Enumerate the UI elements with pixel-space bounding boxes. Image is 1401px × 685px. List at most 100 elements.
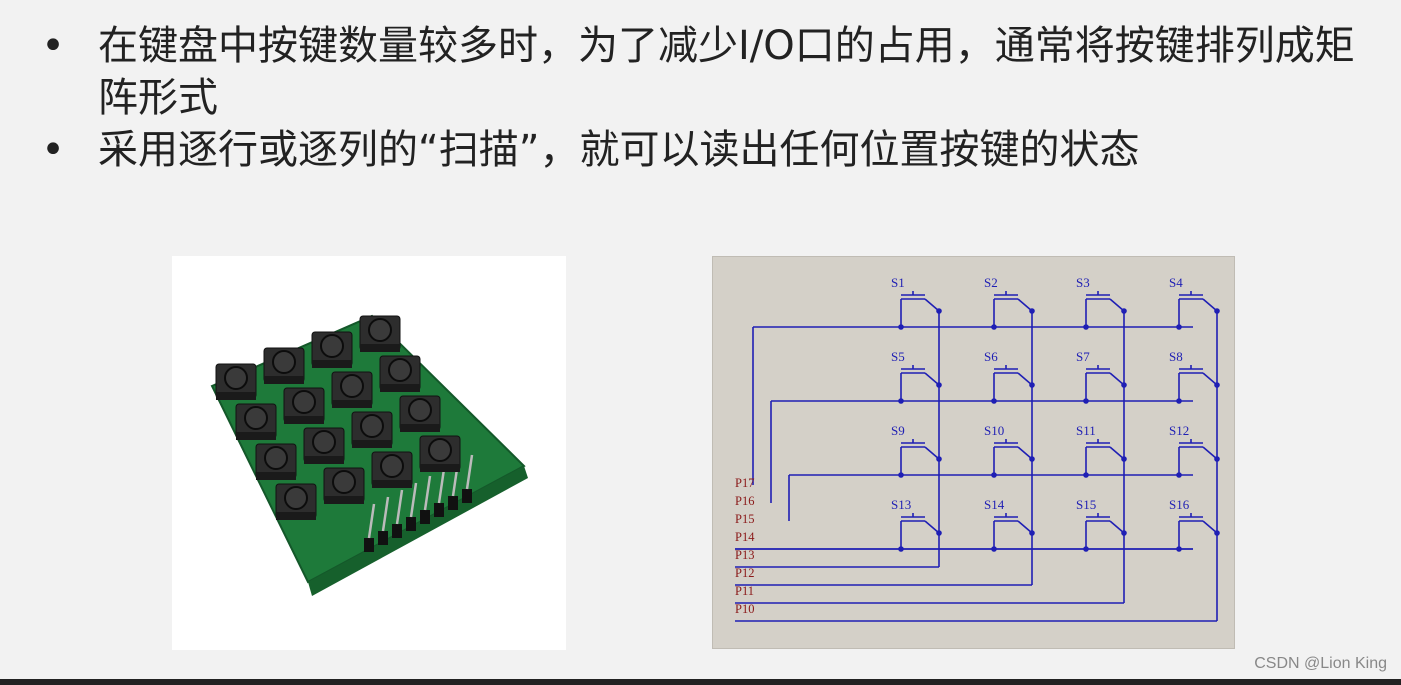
switch-lead-right <box>1017 298 1033 312</box>
switch-lead-right <box>1109 298 1125 312</box>
switch-label: S3 <box>1076 275 1090 290</box>
header-pin-lead <box>409 482 418 518</box>
switch-label: S4 <box>1169 275 1183 290</box>
bullet-dot-icon: • <box>41 127 65 173</box>
header-pin <box>378 531 388 545</box>
tactile-switch <box>323 467 365 504</box>
switch-label: S16 <box>1169 497 1190 512</box>
switch-label: S1 <box>891 275 905 290</box>
junction-dot <box>898 472 904 478</box>
junction-dot <box>936 308 942 314</box>
junction-dot <box>1083 398 1089 404</box>
switch-label: S12 <box>1169 423 1189 438</box>
tactile-switch-grid <box>215 315 461 520</box>
switch-lead-right <box>924 446 940 460</box>
tactile-switch <box>379 355 421 392</box>
junction-dot <box>1121 382 1127 388</box>
junction-dot <box>1121 530 1127 536</box>
junction-dot <box>898 324 904 330</box>
header-pin <box>462 489 472 503</box>
header-pin <box>434 503 444 517</box>
junction-dot <box>1029 308 1035 314</box>
tactile-switch <box>371 451 413 488</box>
junction-dot <box>936 382 942 388</box>
pin-label: P14 <box>735 530 755 544</box>
pin-label: P12 <box>735 566 754 580</box>
junction-dot <box>991 398 997 404</box>
tactile-switch <box>215 363 257 400</box>
junction-dot <box>1029 530 1035 536</box>
junction-dot <box>991 324 997 330</box>
junction-dot <box>991 472 997 478</box>
switch-lead-right <box>1202 446 1218 460</box>
switch-label: S9 <box>891 423 905 438</box>
junction-dot <box>1083 324 1089 330</box>
junction-dot <box>1121 308 1127 314</box>
junction-dot <box>1083 546 1089 552</box>
pin-label: P10 <box>735 602 754 616</box>
header-pin <box>420 510 430 524</box>
junction-dot <box>1214 530 1220 536</box>
switch-label: S5 <box>891 349 905 364</box>
header-pin-lead <box>381 496 390 532</box>
switch-label: S10 <box>984 423 1004 438</box>
tactile-switch <box>283 387 325 424</box>
bullet-item: • 在键盘中按键数量较多时，为了减少I/O口的占用，通常将按键排列成矩阵形式 <box>38 20 1378 124</box>
switch-lead-right <box>1017 520 1033 534</box>
switch-label: S11 <box>1076 423 1096 438</box>
switch-lead-right <box>1202 372 1218 386</box>
tactile-switch <box>399 395 441 432</box>
keypad-photo <box>172 256 566 650</box>
tactile-switch <box>255 443 297 480</box>
switch-lead-right <box>1109 446 1125 460</box>
switch-label: S14 <box>984 497 1005 512</box>
switch-label: S8 <box>1169 349 1183 364</box>
switch-lead-right <box>924 520 940 534</box>
junction-dot <box>1214 382 1220 388</box>
header-pin-lead <box>395 489 404 525</box>
junction-dot <box>1176 546 1182 552</box>
junction-dot <box>1176 472 1182 478</box>
tactile-switch <box>331 371 373 408</box>
tactile-switch <box>235 403 277 440</box>
pin-label: P15 <box>735 512 754 526</box>
pin-label: P16 <box>735 494 754 508</box>
junction-dot <box>936 456 942 462</box>
tactile-switch <box>303 427 345 464</box>
switch-lead-right <box>1109 520 1125 534</box>
pin-header <box>364 454 474 552</box>
switch-lead-right <box>1202 298 1218 312</box>
junction-dot <box>1176 398 1182 404</box>
tactile-switch <box>351 411 393 448</box>
junction-dot <box>1083 472 1089 478</box>
pin-label: P17 <box>735 476 754 490</box>
junction-dot <box>898 398 904 404</box>
bullet-text: 采用逐行或逐列的“扫描”，就可以读出任何位置按键的状态 <box>98 127 1140 173</box>
junction-dot <box>1121 456 1127 462</box>
switch-lead-right <box>924 298 940 312</box>
tactile-switch <box>263 347 305 384</box>
junction-dot <box>1029 382 1035 388</box>
switch-lead-right <box>1202 520 1218 534</box>
tactile-switch <box>359 315 401 352</box>
bottom-bar <box>0 679 1401 685</box>
tactile-switch <box>419 435 461 472</box>
pin-label: P11 <box>735 584 754 598</box>
header-pin-lead <box>437 468 446 504</box>
switch-lead-right <box>1109 372 1125 386</box>
switch-label: S2 <box>984 275 998 290</box>
switch-label: S15 <box>1076 497 1096 512</box>
bullet-list: • 在键盘中按键数量较多时，为了减少I/O口的占用，通常将按键排列成矩阵形式 •… <box>38 20 1378 176</box>
switch-label: S13 <box>891 497 911 512</box>
header-pin <box>364 538 374 552</box>
junction-dot <box>1214 308 1220 314</box>
junction-dot <box>898 546 904 552</box>
header-pin-lead <box>465 454 474 490</box>
bullet-dot-icon: • <box>41 23 65 69</box>
junction-dot <box>1214 456 1220 462</box>
switch-label: S7 <box>1076 349 1090 364</box>
keypad-board-illustration <box>210 314 528 596</box>
junction-dot <box>1176 324 1182 330</box>
pin-label: P13 <box>735 548 754 562</box>
